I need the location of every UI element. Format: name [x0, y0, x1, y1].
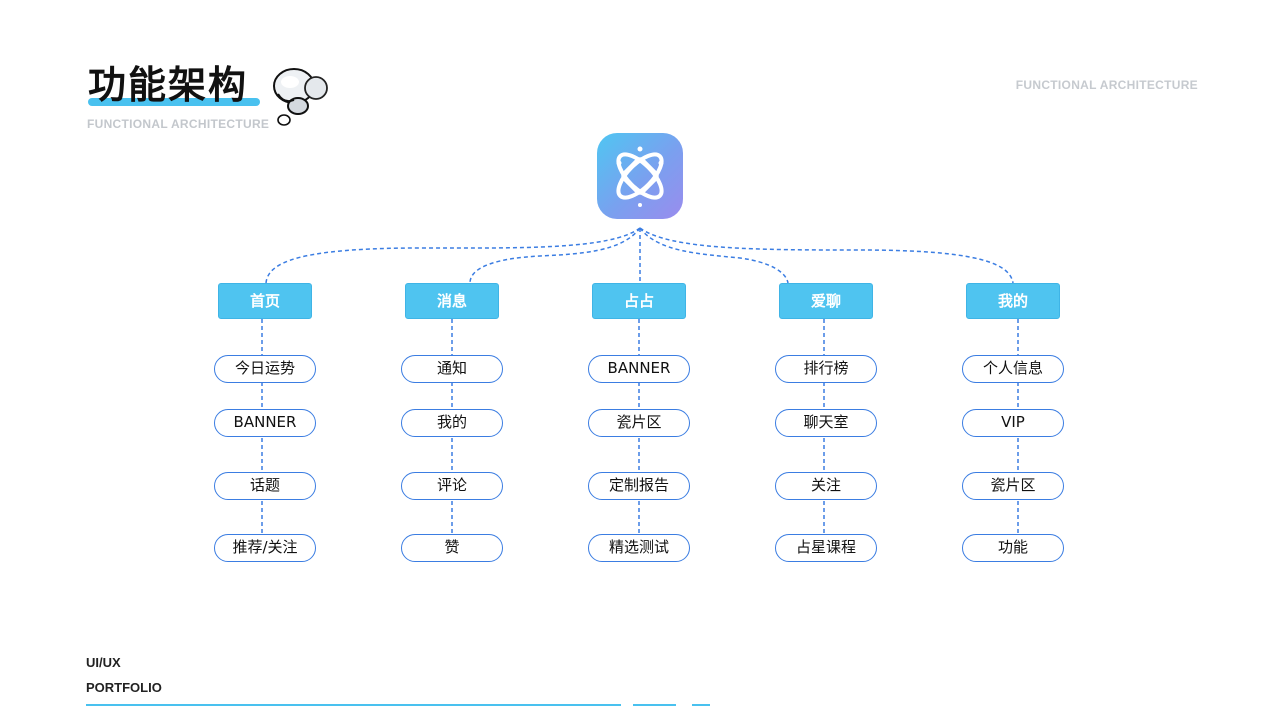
leaf-node: 排行榜: [775, 355, 877, 383]
leaf-node: BANNER: [588, 355, 690, 383]
leaf-node: 评论: [401, 472, 503, 500]
title-underline: [88, 98, 260, 106]
leaf-node: BANNER: [214, 409, 316, 437]
leaf-node: 定制报告: [588, 472, 690, 500]
leaf-node: 占星课程: [775, 534, 877, 562]
footer-label-portfolio: PORTFOLIO: [86, 680, 162, 695]
category-divination: 占占: [592, 283, 686, 319]
footer-divider: [86, 704, 621, 706]
leaf-node: 推荐/关注: [214, 534, 316, 562]
page-subtitle: FUNCTIONAL ARCHITECTURE: [87, 117, 270, 131]
leaf-node: 我的: [401, 409, 503, 437]
header-right-label: FUNCTIONAL ARCHITECTURE: [1015, 78, 1198, 92]
connector-root-to-cat-5: [639, 227, 1014, 284]
leaf-node: 关注: [775, 472, 877, 500]
connector-root-to-cat-2: [469, 227, 641, 284]
category-messages: 消息: [405, 283, 499, 319]
category-chat: 爱聊: [779, 283, 873, 319]
leaf-node: 通知: [401, 355, 503, 383]
leaf-node: 个人信息: [962, 355, 1064, 383]
leaf-node: 聊天室: [775, 409, 877, 437]
category-mine: 我的: [966, 283, 1060, 319]
category-home: 首页: [218, 283, 312, 319]
leaf-node: VIP: [962, 409, 1064, 437]
glass-blob-decoration-icon: [273, 68, 328, 126]
footer-label-uiux: UI/UX: [86, 655, 121, 670]
connector-root-to-cat-1: [265, 227, 641, 284]
footer-divider: [692, 704, 710, 706]
app-logo-icon: [597, 133, 683, 219]
leaf-node: 话题: [214, 472, 316, 500]
leaf-node: 精选测试: [588, 534, 690, 562]
footer-divider: [633, 704, 676, 706]
connector-root-to-cat-4: [639, 227, 789, 284]
leaf-node: 瓷片区: [588, 409, 690, 437]
title-block: 功能架构: [88, 62, 260, 108]
leaf-node: 瓷片区: [962, 472, 1064, 500]
leaf-node: 功能: [962, 534, 1064, 562]
page-title: 功能架构: [88, 63, 249, 107]
leaf-node: 今日运势: [214, 355, 316, 383]
leaf-node: 赞: [401, 534, 503, 562]
